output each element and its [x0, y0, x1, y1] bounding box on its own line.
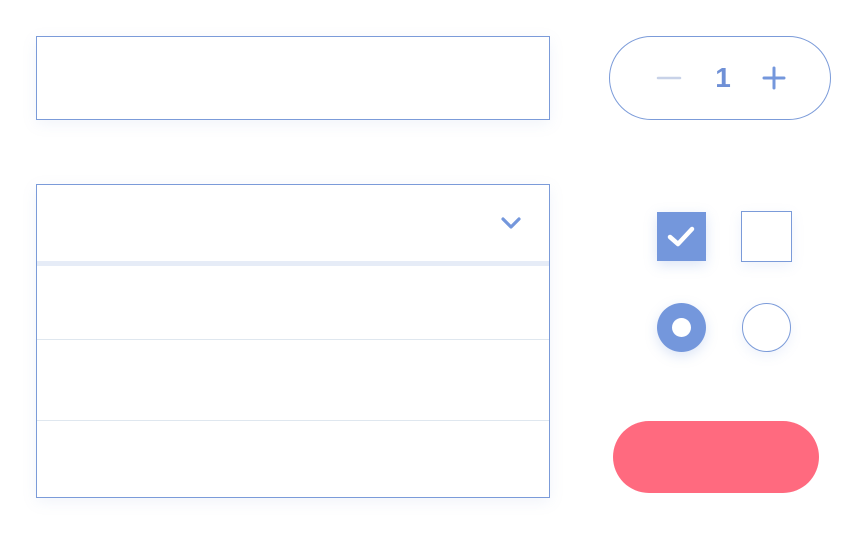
stepper-value: 1: [715, 62, 731, 93]
dropdown-option[interactable]: [37, 421, 549, 497]
dropdown-separator: [37, 261, 549, 266]
dropdown-option[interactable]: [37, 340, 549, 421]
quantity-stepper: 1: [609, 36, 831, 120]
checkbox-checked[interactable]: [657, 212, 706, 261]
radio-selected[interactable]: [657, 303, 706, 352]
dropdown-option[interactable]: [37, 266, 549, 340]
plus-icon[interactable]: [761, 65, 787, 91]
radio-dot: [672, 318, 691, 337]
primary-button[interactable]: [613, 421, 819, 493]
checkbox-unchecked[interactable]: [741, 211, 792, 262]
chevron-down-icon[interactable]: [499, 211, 523, 235]
dropdown-header[interactable]: [37, 185, 549, 261]
checkmark-icon: [667, 226, 695, 247]
text-input-field[interactable]: [36, 36, 550, 120]
radio-unselected[interactable]: [742, 303, 791, 352]
minus-icon[interactable]: [656, 65, 682, 91]
dropdown-select[interactable]: [36, 184, 550, 498]
